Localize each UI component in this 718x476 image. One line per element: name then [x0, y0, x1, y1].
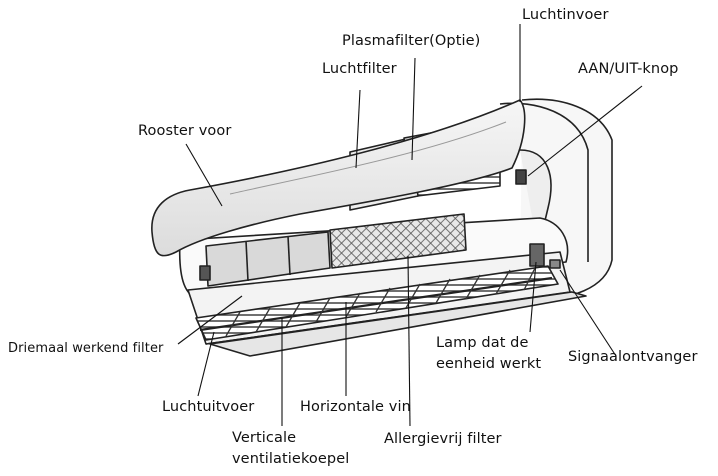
label-aan-uit-knop: AAN/UIT-knop: [578, 61, 679, 77]
label-luchtfilter: Luchtfilter: [322, 61, 397, 77]
label-horizontale-vin: Horizontale vin: [300, 399, 411, 415]
label-luchtuitvoer: Luchtuitvoer: [162, 399, 255, 415]
unit-body: [151, 98, 613, 357]
label-signaalontvanger: Signaalontvanger: [568, 349, 698, 365]
leader-lines: [177, 24, 643, 427]
label-driemaal-werkend-filter: Driemaal werkend filter: [8, 341, 164, 356]
label-allergievrij-filter: Allergievrij filter: [384, 431, 502, 447]
label-verticale-ventilatiekoepel: Verticale ventilatiekoepel: [232, 430, 350, 467]
label-rooster-voor: Rooster voor: [138, 123, 232, 139]
label-plasmafilter: Plasmafilter(Optie): [342, 33, 481, 49]
label-lamp-dat-de-eenheid-werkt: Lamp dat de eenheid werkt: [436, 335, 542, 372]
label-luchtinvoer: Luchtinvoer: [522, 7, 609, 23]
